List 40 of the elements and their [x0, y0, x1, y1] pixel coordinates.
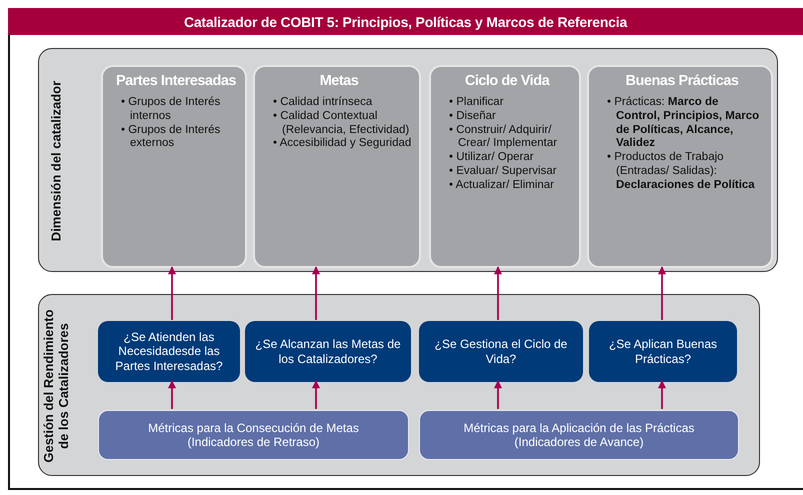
vertical-label: Gestión del Rendimiento de los Catalizadores: [42, 308, 72, 465]
metric-box: Métricas para la Consecución de Metas (Indicadores de Retraso): [98, 410, 409, 460]
bullet-item: • Grupos de Interés externos: [121, 124, 222, 152]
question-box: ¿Se Gestiona el Ciclo de Vida?: [419, 321, 583, 382]
panel-background: [38, 48, 778, 272]
bullet-item: • Evaluar/ Supervisar: [449, 164, 558, 179]
card-heading: Metas: [318, 73, 360, 89]
arrow: [494, 380, 502, 409]
vertical-label: Dimensión del catalizador: [50, 80, 64, 244]
bullet-item: • Accesibilidad y Seguridad: [273, 137, 412, 152]
bullet-item: • Productos de Trabajo (Entradas/ Salidas): Declaraciones de Política: [607, 151, 756, 193]
arrow: [312, 266, 320, 320]
panel-background: [38, 294, 760, 476]
arrow: [312, 380, 320, 409]
title-bar: Catalizador de COBIT 5: Principios, Políticas y Marcos de Referencia: [8, 8, 803, 35]
question-box: ¿Se Alcanzan las Metas de los Catalizadores?: [245, 321, 411, 382]
card-heading: Partes Interesadas: [115, 73, 237, 89]
arrow: [168, 266, 176, 320]
bullet-item: • Utilizar/ Operar: [449, 151, 535, 165]
question-box: ¿Se Aplican Buenas Prácticas?: [589, 321, 737, 382]
card-heading: Buenas Prácticas: [624, 73, 740, 89]
arrow: [494, 266, 502, 320]
card-heading: Ciclo de Vida: [464, 73, 551, 89]
bullet-item: • Grupos de Interés internos: [121, 96, 222, 124]
bullet-item: • Prácticas: Marco de Control, Principios, Marco de Políticas, Alcance, Validez: [607, 96, 760, 152]
bullet-item: • Planificar: [449, 96, 505, 110]
category-card: [587, 65, 773, 268]
category-card: [253, 65, 421, 268]
category-card: [429, 65, 581, 268]
bullet-item: • Construir/ Adquirir/ Crear/ Implementar: [449, 124, 558, 152]
arrow: [168, 380, 176, 409]
arrow: [658, 266, 666, 320]
metric-box: Métricas para la Aplicación de las Prácticas (Indicadores de Avance): [419, 410, 739, 460]
category-card: [101, 65, 247, 268]
question-box: ¿Se Atienden las Necesidadesde las Partes Interesadas?: [98, 321, 240, 382]
arrow: [658, 380, 666, 409]
bullet-item: • Actualizar/ Eliminar: [449, 178, 556, 193]
bullet-item: • Diseñar: [449, 110, 497, 124]
bullet-item: • Calidad Contextual (Relevancia, Efectividad): [273, 110, 410, 138]
bullet-item: • Calidad intrínseca: [273, 96, 374, 110]
